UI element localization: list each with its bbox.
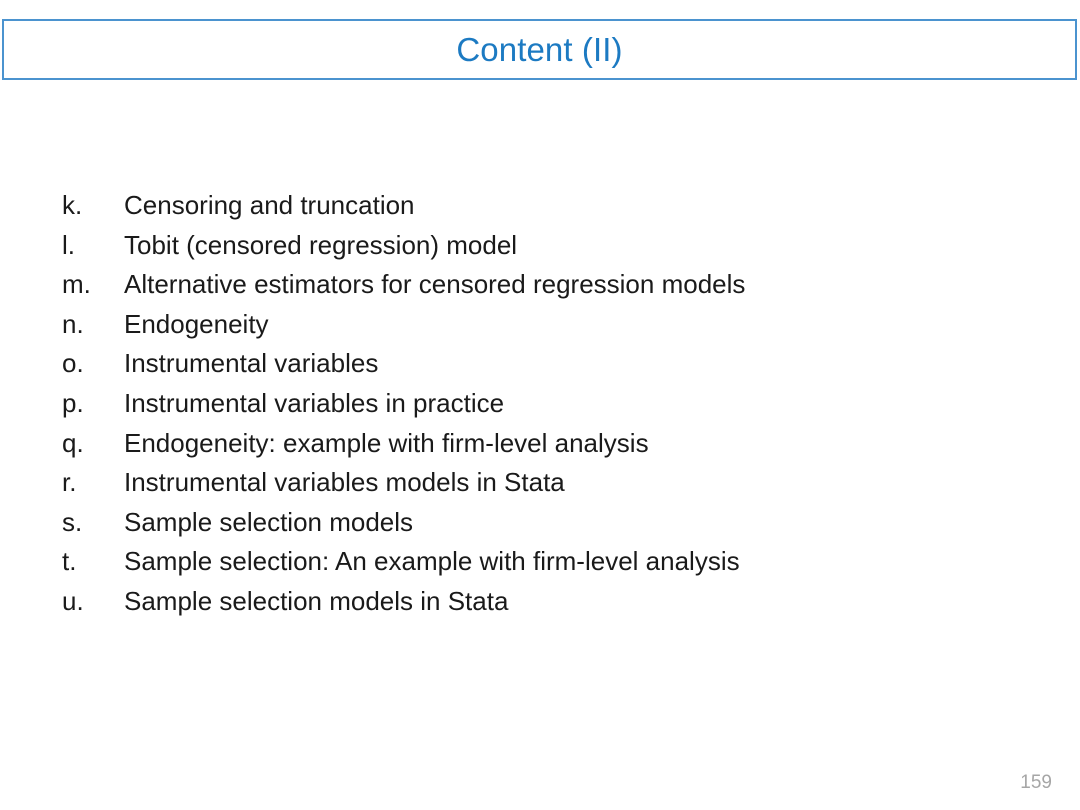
list-item: m. Alternative estimators for censored r… [0,267,1080,307]
list-item: q. Endogeneity: example with firm-level … [0,426,1080,466]
list-item-marker: u. [62,585,84,616]
page-number: 159 [1020,772,1052,793]
list-item-label: Tobit (censored regression) model [124,229,518,260]
list-item-marker: q. [62,427,84,458]
list-item-marker: l. [62,229,75,260]
list-item-marker: t. [62,546,77,577]
slide-title-box: Content (II) [2,19,1077,80]
list-item: k. Censoring and truncation [0,188,1080,228]
list-item: s. Sample selection models [0,505,1080,545]
list-item: u. Sample selection models in Stata [0,584,1080,624]
list-item-marker: o. [62,348,84,379]
list-item-marker: k. [62,190,83,220]
list-item-marker: r. [62,467,77,498]
list-item-label: Endogeneity: example with firm-level ana… [124,427,649,458]
list-item-label: Alternative estimators for censored regr… [124,269,746,300]
list-item-label: Sample selection models in Stata [124,585,509,616]
list-item-marker: p. [62,387,84,418]
list-item-label: Endogeneity [124,308,269,339]
list-item: t. Sample selection: An example with fir… [0,544,1080,584]
list-item-label: Instrumental variables models in Stata [124,467,565,498]
content-outline-list: k. Censoring and truncation l. Tobit (ce… [0,188,1080,624]
list-item: r. Instrumental variables models in Stat… [0,465,1080,505]
list-item-marker: n. [62,308,84,339]
list-item: o. Instrumental variables [0,346,1080,386]
list-item-marker: m. [62,269,91,300]
list-item-label: Instrumental variables in practice [124,387,505,418]
list-item-marker: s. [62,506,83,537]
list-item-label: Censoring and truncation [124,190,415,220]
list-item-label: Sample selection: An example with firm-l… [124,546,740,577]
list-item-label: Instrumental variables [124,348,379,379]
page-title: Content (II) [456,31,623,68]
list-item: l. Tobit (censored regression) model [0,228,1080,268]
list-item: n. Endogeneity [0,307,1080,347]
list-item-label: Sample selection models [124,506,414,537]
list-item: p. Instrumental variables in practice [0,386,1080,426]
